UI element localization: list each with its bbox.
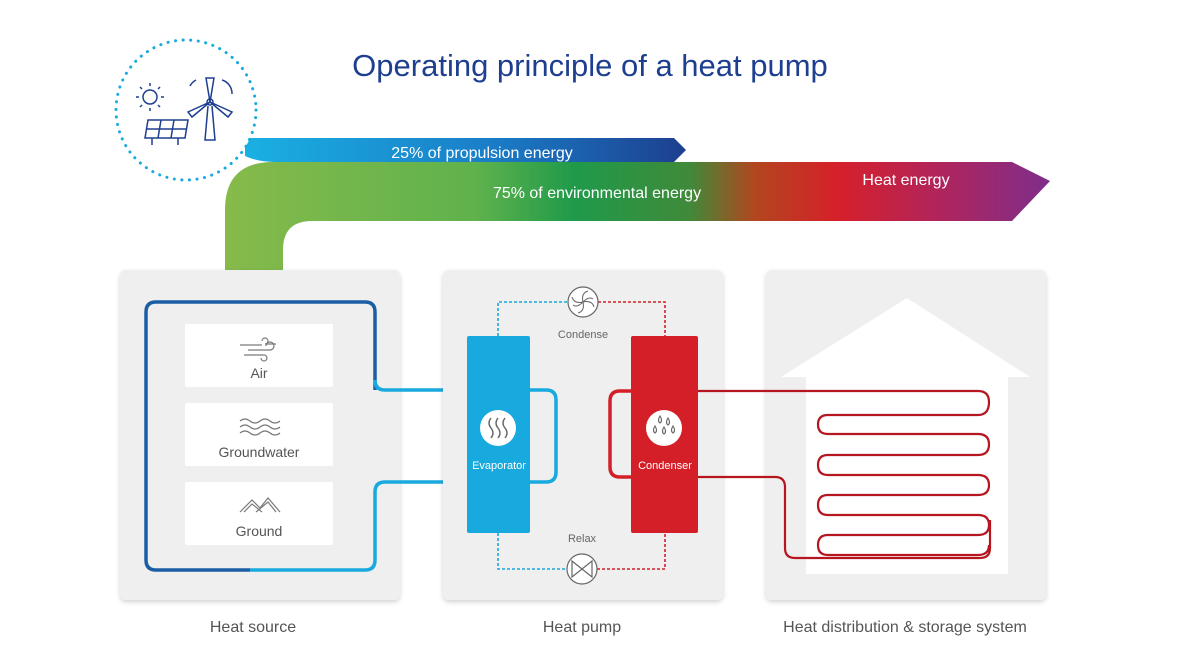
source-card-ground: Ground bbox=[185, 482, 333, 545]
source-label-ground: Ground bbox=[236, 523, 283, 539]
evaporator-label: Evaporator bbox=[472, 460, 526, 472]
condenser-loop bbox=[608, 389, 631, 479]
refrigerant-line-cold-top bbox=[497, 301, 568, 336]
renewable-energy-badge bbox=[114, 38, 258, 182]
heat-absorb-icon bbox=[480, 410, 516, 446]
refrigerant-line-hot-bottom bbox=[597, 533, 666, 570]
evaporator-loop bbox=[530, 388, 558, 484]
wind-icon bbox=[240, 337, 276, 362]
expansion-valve-icon bbox=[566, 553, 598, 585]
page-title: Operating principle of a heat pump bbox=[352, 48, 828, 83]
source-label-air: Air bbox=[250, 365, 267, 381]
relax-label: Relax bbox=[568, 533, 597, 545]
source-label-groundwater: Groundwater bbox=[219, 444, 300, 460]
compressor-icon bbox=[567, 286, 599, 318]
source-loop-light bbox=[250, 480, 470, 572]
refrigerant-line-cold-bottom bbox=[497, 533, 567, 570]
environmental-energy-label: 75% of environmental energy bbox=[493, 185, 701, 202]
heating-return-line bbox=[698, 475, 992, 560]
waves-icon bbox=[239, 418, 281, 436]
condense-label: Condense bbox=[558, 329, 608, 341]
heating-coil bbox=[698, 389, 991, 557]
solar-panel-icon bbox=[144, 119, 189, 145]
refrigerant-line-hot-top bbox=[598, 301, 666, 336]
sun-icon bbox=[136, 83, 164, 111]
house-shape bbox=[781, 298, 1030, 574]
heat-source-caption: Heat source bbox=[210, 619, 296, 636]
heat-pump-caption: Heat pump bbox=[543, 619, 621, 636]
environmental-energy-band bbox=[225, 162, 1050, 270]
mountains-icon bbox=[239, 497, 281, 513]
source-loop-dark bbox=[144, 300, 377, 572]
heat-energy-label: Heat energy bbox=[862, 172, 949, 189]
condenser-label: Condenser bbox=[638, 460, 692, 472]
source-card-groundwater: Groundwater bbox=[185, 403, 333, 466]
propulsion-energy-band bbox=[245, 138, 686, 162]
propulsion-energy-label: 25% of propulsion energy bbox=[391, 145, 572, 162]
wind-turbine-icon bbox=[186, 77, 234, 141]
droplets-icon bbox=[646, 410, 682, 446]
source-loop-top bbox=[373, 379, 470, 392]
heat-distribution-caption: Heat distribution & storage system bbox=[783, 619, 1027, 636]
source-card-air: Air bbox=[185, 324, 333, 387]
